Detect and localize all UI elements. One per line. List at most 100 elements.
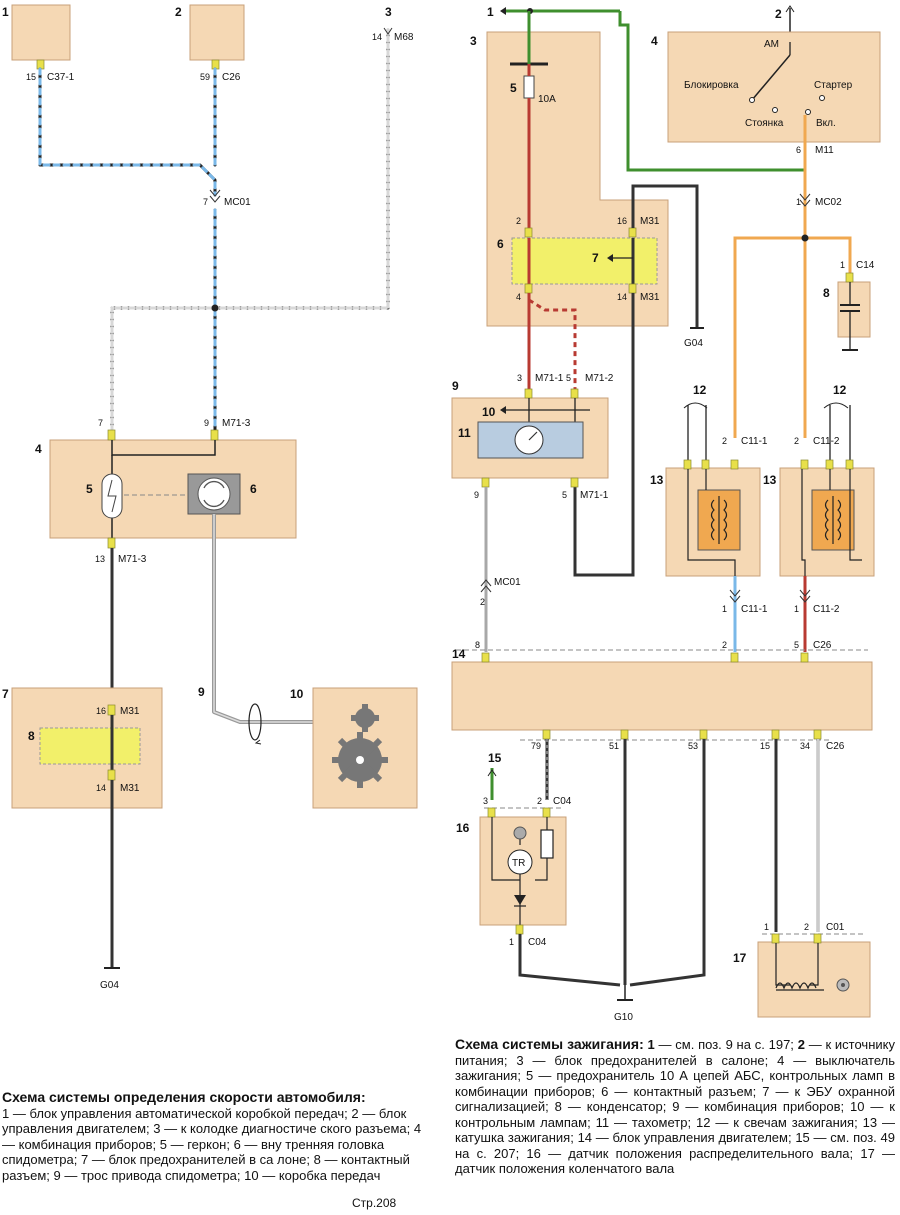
label-m68: M68 bbox=[394, 32, 414, 43]
pin-num-m31-top-right-b: 16 bbox=[617, 216, 627, 226]
caption-ignition-part1: — см. поз. 9 на с. 197; bbox=[654, 1037, 798, 1052]
label-m71-1b: M71-1 bbox=[580, 490, 609, 501]
ecu-pin-51: 51 bbox=[609, 741, 619, 751]
label-c01: C01 bbox=[826, 922, 845, 933]
pin-num-m11: 6 bbox=[796, 145, 801, 155]
pin-num-m68: 14 bbox=[372, 32, 382, 42]
label-m71-top: M71-3 bbox=[222, 418, 251, 429]
callout-left-8: 8 bbox=[28, 729, 35, 743]
connector-block-6 bbox=[511, 237, 658, 285]
label-c37: C37-1 bbox=[47, 72, 75, 83]
ecu-pin-15: 15 bbox=[760, 741, 770, 751]
box-transmission-ecu bbox=[11, 4, 71, 61]
label-mc02: MC02 bbox=[815, 197, 842, 208]
box-ignition-switch bbox=[667, 31, 881, 143]
pin-num-m31-bot-right-b: 14 bbox=[617, 292, 627, 302]
callout-right-16: 16 bbox=[456, 821, 470, 835]
pin-num-9: 9 bbox=[474, 490, 479, 500]
label-m11: M11 bbox=[815, 145, 834, 156]
pin-num-c11-2-top: 2 bbox=[794, 436, 799, 446]
pin-num-m71-top-a: 7 bbox=[98, 418, 103, 428]
pin-num-c11-1-top: 2 bbox=[722, 436, 727, 446]
callout-left-1: 1 bbox=[2, 5, 9, 19]
caption-speed-body: 1 — блок управления автоматической короб… bbox=[2, 1105, 422, 1183]
callout-right-11: 11 bbox=[458, 426, 471, 440]
pin-num-c04-a: 3 bbox=[483, 796, 488, 806]
switch-am: AM bbox=[764, 39, 779, 50]
pin-num-mc02: 1 bbox=[796, 197, 801, 207]
speed-sensing-diagram: 1 2 3 15 C37-1 59 C26 14 M68 7 MC01 bbox=[2, 4, 418, 991]
pin-num-c04-b: 2 bbox=[537, 796, 542, 806]
callout-right-9: 9 bbox=[452, 379, 459, 393]
callout-right-13b: 13 bbox=[763, 473, 777, 487]
label-c26b: C26 bbox=[826, 741, 845, 752]
callout-right-10: 10 bbox=[482, 405, 496, 419]
label-m31-top-left: M31 bbox=[120, 706, 140, 717]
callout-left-3: 3 bbox=[385, 5, 392, 19]
label-c04-top: C04 bbox=[553, 796, 572, 807]
label-mc01-right: MC01 bbox=[494, 577, 521, 588]
callout-right-14: 14 bbox=[452, 647, 466, 661]
callout-right-6: 6 bbox=[497, 237, 504, 251]
pin-num-m71-bot: 13 bbox=[95, 554, 105, 564]
label-mc01-left: MC01 bbox=[224, 197, 251, 208]
ecu-pin-53: 53 bbox=[688, 741, 698, 751]
box-engine-ecu bbox=[189, 4, 245, 61]
box-capacitor bbox=[837, 281, 871, 338]
ground-g04-right: G04 bbox=[684, 338, 703, 349]
page-number: Стр.208 bbox=[352, 1196, 397, 1210]
pin-num-c37: 15 bbox=[26, 72, 36, 82]
label-c04-bot: C04 bbox=[528, 937, 547, 948]
label-c26-right: C26 bbox=[813, 640, 832, 651]
callout-right-17: 17 bbox=[733, 951, 747, 965]
callout-right-4: 4 bbox=[651, 34, 658, 48]
pin-num-c26: 59 bbox=[200, 72, 210, 82]
pin-num-c01-a: 1 bbox=[764, 922, 769, 932]
callout-right-12a: 12 bbox=[693, 383, 707, 397]
label-c11-2-top: C11-2 bbox=[813, 436, 840, 447]
callout-right-15: 15 bbox=[488, 751, 502, 765]
callout-left-4: 4 bbox=[35, 442, 42, 456]
callout-left-10: 10 bbox=[290, 687, 304, 701]
callout-right-2: 2 bbox=[775, 7, 782, 21]
callout-right-3: 3 bbox=[470, 34, 477, 48]
pin-num-8: 8 bbox=[475, 640, 480, 650]
label-m71-2: M71-2 bbox=[585, 373, 614, 384]
label-c11-1-bot: C11-1 bbox=[741, 604, 768, 615]
ground-g04-left: G04 bbox=[100, 980, 119, 991]
callout-left-6: 6 bbox=[250, 482, 257, 496]
pin-num-m31-top-right-a: 2 bbox=[516, 216, 521, 226]
ignition-diagram: 1 2 3 5 10A 2 16 M31 6 7 4 1 bbox=[451, 5, 881, 1023]
label-c14: C14 bbox=[856, 260, 875, 271]
label-c11-2-bot: C11-2 bbox=[813, 604, 840, 615]
fuse-10a bbox=[523, 75, 535, 99]
wire-blue-black bbox=[38, 67, 217, 432]
ecu-pin-34: 34 bbox=[800, 741, 810, 751]
label-m71-1: M71-1 bbox=[535, 373, 564, 384]
pin-num-m31-top-left: 16 bbox=[96, 706, 106, 716]
pin-num-c11-2-bot: 1 bbox=[794, 604, 799, 614]
pin-num-m71-1b: 5 bbox=[562, 490, 567, 500]
label-m31-bot-left: M31 bbox=[120, 783, 140, 794]
wire-gray-black bbox=[110, 28, 390, 432]
caption-ignition-body: — к источнику питания; 3 — блок предохра… bbox=[455, 1037, 895, 1176]
switch-park: Стоянка bbox=[745, 118, 784, 129]
callout-left-2: 2 bbox=[175, 5, 182, 19]
label-m31-bot-right: M31 bbox=[640, 292, 660, 303]
ground-g10: G10 bbox=[614, 1012, 633, 1023]
caption-speed-system: Схема системы определения скорости автом… bbox=[2, 1089, 432, 1183]
pin-num-c11-1-bot: 1 bbox=[722, 604, 727, 614]
callout-right-7: 7 bbox=[592, 251, 599, 265]
caption-speed-title: Схема системы определения скорости автом… bbox=[2, 1089, 366, 1105]
caption-ignition-item1: 1 bbox=[643, 1037, 655, 1052]
ecu-pin-79: 79 bbox=[531, 741, 541, 751]
label-m71-bot: M71-3 bbox=[118, 554, 147, 565]
box-instrument-cluster bbox=[49, 439, 297, 539]
switch-on: Вкл. bbox=[816, 118, 836, 129]
switch-starter: Стартер bbox=[814, 80, 853, 91]
pin-num-c01-b: 2 bbox=[804, 922, 809, 932]
pin-num-2: 2 bbox=[722, 640, 727, 650]
box-crankshaft-sensor bbox=[757, 941, 871, 1018]
switch-lock: Блокировка bbox=[684, 80, 739, 91]
